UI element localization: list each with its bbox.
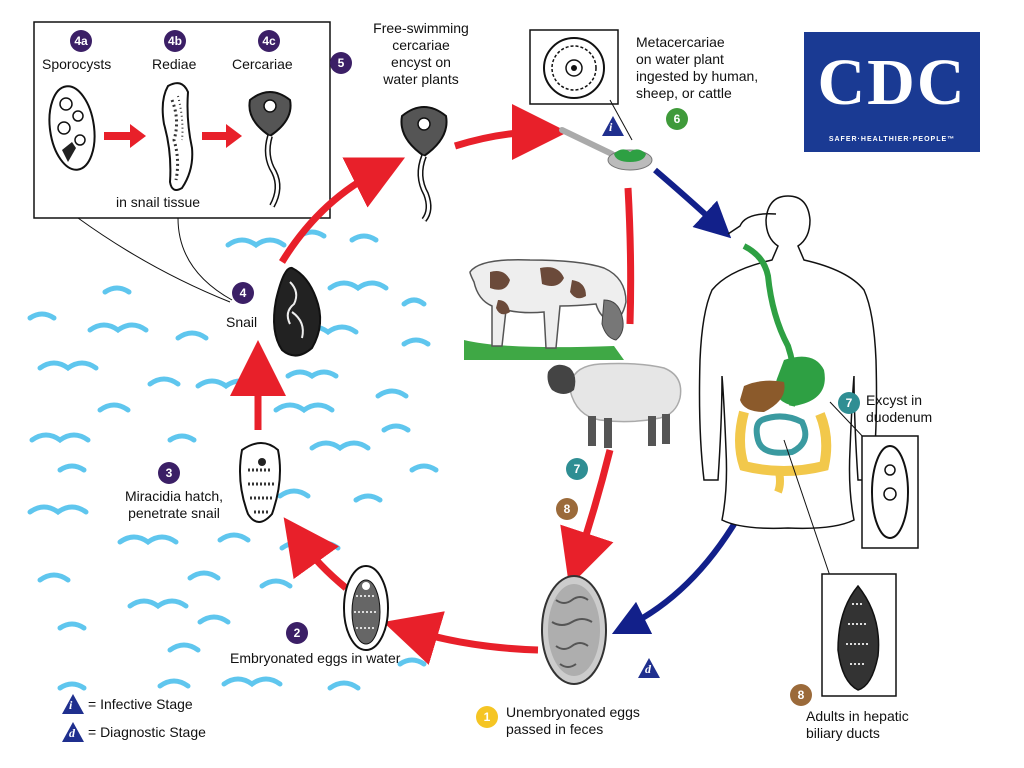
legend-infective-label: = Infective Stage [88,696,193,712]
excyst-inset [861,435,919,549]
cercariae-label: Cercariae [232,56,293,72]
badge-4b: 4b [164,30,186,52]
egg-icon [541,575,607,685]
cdc-logo-letters: CDC [817,46,967,119]
adult-fluke-icon [821,573,897,697]
miracidium-icon [239,442,281,523]
badge-stage-7-animal: 7 [566,458,588,480]
stage-6-label: Metacercariae on water plant ingested by… [636,34,796,102]
stage-1-label: Unembryonated eggs passed in feces [506,704,676,738]
infective-stage-marker: i [602,116,624,136]
stage-3-line-1: Miracidia hatch, [124,488,224,504]
stage-8-line-1: Adults in hepatic [806,708,909,724]
legend-diagnostic-label: = Diagnostic Stage [88,724,206,740]
stage-6-line-2: on water plant [636,51,724,67]
legend-infective-letter: i [69,698,73,712]
badge-stage-1: 1 [476,706,498,728]
free-cercaria-icon [400,106,448,222]
stage-4-label: Snail [226,314,258,330]
cycle-arrows-red [230,104,635,665]
metacercaria-inset [529,29,633,141]
legend-diagnostic-symbol: d [62,722,84,742]
sporocysts-label: Sporocysts [42,56,112,72]
stage-5-label: Free-swimming cercariae encyst on water … [356,20,486,88]
spoon-plant-icon [559,127,653,171]
stage-6-line-4: sheep, or cattle [636,85,732,101]
stage-2-label: Embryonated eggs in water [230,650,401,666]
sheep-icon [547,362,682,448]
stage-6-line-3: ingested by human, [636,68,759,84]
cdc-logo-tagline: SAFER·HEALTHIER·PEOPLE™ [828,136,956,143]
diagnostic-marker-symbol: d [645,662,651,676]
stage-7-line-1: Excyst in [866,392,923,408]
stage-3-line-2: penetrate snail [128,505,220,521]
cow-icon [464,259,627,360]
embryonated-egg-icon [343,565,389,651]
legend-infective-symbol: i [62,694,84,714]
inset-pointer-lines [77,217,233,303]
badge-stage-5: 5 [330,52,352,74]
rediae-label: Rediae [152,56,197,72]
infective-marker-symbol: i [609,120,613,134]
cdc-logo: CDC SAFER·HEALTHIER·PEOPLE™ [804,32,980,152]
stage-6-line-1: Metacercariae [636,34,725,50]
stage-8-line-2: biliary ducts [806,725,880,741]
snail-icon [273,266,322,357]
inset-arrows [104,124,242,148]
snail-tissue-caption: in snail tissue [116,194,201,210]
badge-stage-2: 2 [286,622,308,644]
badge-stage-8: 8 [790,684,812,706]
stage-1-line-2: passed in feces [506,721,604,737]
body-pointer-lines [783,401,867,577]
badge-stage-3: 3 [158,462,180,484]
redia-icon [161,82,194,191]
badge-stage-6: 6 [666,108,688,130]
badge-stage-4: 4 [232,282,254,304]
stage-3-label: Miracidia hatch, penetrate snail [114,488,234,522]
stage-5-line-4: water plants [383,71,459,87]
diagnostic-stage-marker: d [638,658,660,678]
digestive-tract [735,243,832,494]
badge-4c: 4c [258,30,280,52]
stage-5-line-1: Free-swimming [373,20,469,36]
cercaria-icon [248,91,292,208]
legend-diagnostic-letter: d [69,726,75,740]
badge-4a: 4a [70,30,92,52]
stage-8-label: Adults in hepatic biliary ducts [806,708,966,742]
badge-stage-7: 7 [838,392,860,414]
stage-5-line-3: encyst on [391,54,451,70]
badge-stage-8-animal: 8 [556,498,578,520]
stage-1-line-1: Unembryonated eggs [506,704,640,720]
stage-7-line-2: duodenum [866,409,933,425]
stage-7-label: Excyst in duodenum [866,392,986,426]
sporocyst-icon [48,85,96,171]
stage-5-line-2: cercariae [392,37,450,53]
